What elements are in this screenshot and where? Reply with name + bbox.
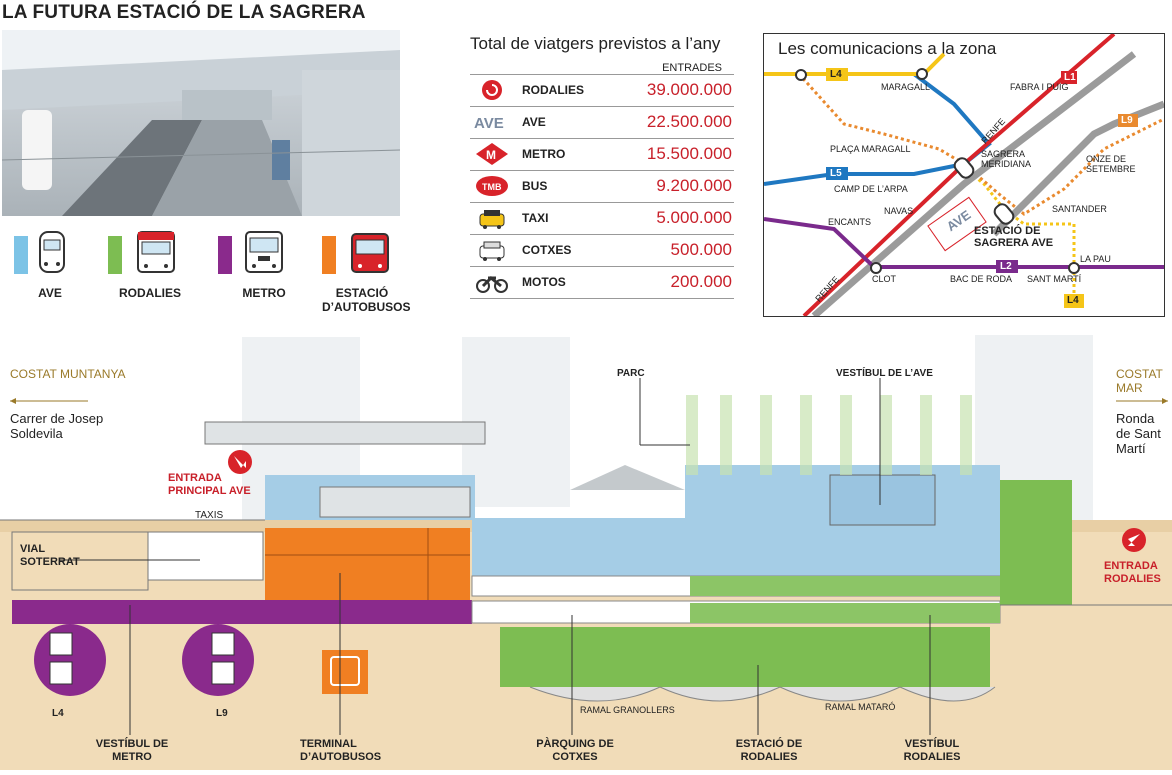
parc-label: PARC (617, 368, 645, 379)
stat-name: AVE (522, 115, 546, 129)
svg-text:AVE: AVE (474, 115, 504, 132)
map-place-label: ONZE DE SETEMBRE (1086, 154, 1136, 174)
stat-row: RODALIES 39.000.000 (470, 74, 734, 107)
legend-metro-label: METRO (242, 286, 286, 300)
map-line-badge-l2: L2 (1000, 261, 1012, 272)
parquing-cotxes-label: PÀRQUING DE COTXES (536, 738, 614, 763)
bus-icon (350, 228, 390, 281)
stats-column-header: ENTRADES (662, 62, 722, 74)
vestibul-rodalies-label: VESTÍBUL RODALIES (903, 738, 961, 763)
terminal-autobusos-label: TERMINAL D’AUTOBUSOS (300, 738, 382, 763)
costat-mar-label: COSTAT MAR (1116, 367, 1163, 395)
stat-name: RODALIES (522, 83, 585, 97)
stat-value: 500.000 (670, 240, 732, 259)
legend-bus-label: ESTACIÓ D’AUTOBUSOS (322, 286, 411, 314)
costat-muntanya-label: COSTAT MUNTANYA (10, 367, 126, 381)
stat-value: 9.200.000 (656, 176, 732, 195)
stat-value: 5.000.000 (656, 208, 732, 227)
l9-line-label: L9 (216, 708, 228, 719)
stat-name: BUS (522, 179, 548, 193)
map-place-label: SANTANDER (1052, 204, 1107, 214)
stat-value: 22.500.000 (646, 112, 732, 131)
rodalies-color-swatch (108, 236, 122, 274)
map-line-badge-l4: L4 (1067, 295, 1079, 306)
map-line-badge-l1: L1 (1064, 72, 1076, 83)
stat-name: MOTOS (522, 275, 566, 289)
vestibul-ave-label: VESTÍBUL DE L’AVE (836, 368, 933, 379)
ramal-granollers-label: RAMAL GRANOLLERS (580, 705, 675, 715)
stat-name: METRO (522, 147, 566, 161)
map-place-label: ENCANTS (828, 217, 872, 227)
rodalies-train-icon (136, 228, 176, 281)
carrer-soldevila-label: Carrer de Josep Soldevila (10, 411, 104, 441)
map-place-label: CLOT (872, 274, 897, 284)
ave-logo-icon: AVE (474, 110, 510, 134)
map-place-label: FABRA I PUIG (1010, 82, 1069, 92)
map-place-label: SAGRERA MERIDIANA (981, 149, 1032, 169)
tmb-bus-icon: TMB (474, 174, 510, 198)
car-icon (474, 238, 510, 262)
vestibul-metro-label: VESTÍBUL DE METRO (95, 738, 169, 763)
map-place-label: PLAÇA MARAGALL (830, 144, 911, 154)
stat-value: 200.000 (670, 272, 732, 291)
metro-train-icon (244, 228, 284, 281)
station-render-image (2, 30, 400, 216)
stat-row: COTXES 500.000 (470, 235, 734, 267)
stat-row: TAXI 5.000.000 (470, 203, 734, 235)
motorcycle-icon (474, 270, 510, 294)
stat-value: 15.500.000 (646, 144, 732, 163)
stat-row: AVE AVE 22.500.000 (470, 107, 734, 139)
entrada-ave-label: ENTRADA PRINCIPAL AVE (168, 472, 251, 497)
ramal-mataro-label: RAMAL MATARÓ (825, 702, 896, 712)
map-place-label: BAC DE RODA (950, 274, 1013, 284)
stat-name: COTXES (522, 243, 572, 257)
estacio-rodalies-label: ESTACIÓ DE RODALIES (735, 738, 803, 763)
map-line-badge-l9: L9 (1121, 115, 1133, 126)
vial-soterrat-label: VIAL SOTERRAT (20, 543, 80, 568)
l4-line-label: L4 (52, 708, 64, 719)
map-place-label: LA PAU (1080, 254, 1111, 264)
map-title: Les comunicacions a la zona (778, 39, 997, 58)
map-place-label: CAMP DE L’ARPA (834, 184, 908, 194)
svg-text:TMB: TMB (482, 182, 502, 192)
stat-name: TAXI (522, 211, 549, 225)
stat-row: M METRO 15.500.000 (470, 139, 734, 171)
map-line-badge-l5: L5 (830, 168, 842, 179)
passenger-stats-table: Total de viatgers previstos a l’any ENTR… (470, 34, 734, 299)
stat-row: TMB BUS 9.200.000 (470, 171, 734, 203)
station-cross-section: COSTAT MUNTANYA Carrer de Josep Soldevil… (0, 315, 1172, 770)
metro-color-swatch (218, 236, 232, 274)
rodalies-icon (474, 78, 510, 102)
map-place-label: ESTACIÓ DE SAGRERA AVE (974, 225, 1054, 249)
page-title: LA FUTURA ESTACIÓ DE LA SAGRERA (2, 2, 366, 23)
map-line-badge-l4: L4 (830, 69, 842, 80)
taxis-label: TAXIS (195, 510, 224, 521)
stat-row: MOTOS 200.000 (470, 267, 734, 299)
legend-ave-label: AVE (38, 286, 62, 300)
ave-train-icon (36, 228, 68, 281)
ronda-sant-marti-label: Ronda de Sant Martí (1116, 411, 1161, 456)
svg-text:M: M (486, 148, 496, 162)
stats-title: Total de viatgers previstos a l’any (470, 34, 721, 53)
bus-color-swatch (322, 236, 336, 274)
taxi-icon (474, 206, 510, 230)
map-place-label: SANT MARTÍ (1027, 274, 1082, 284)
legend-rodalies-label: RODALIES (118, 286, 181, 300)
metro-icon: M (474, 142, 510, 166)
map-place-label: MARAGALL (881, 82, 931, 92)
ave-color-swatch (14, 236, 28, 274)
entrada-rodalies-label: ENTRADA RODALIES (1104, 560, 1161, 585)
stat-value: 39.000.000 (646, 80, 732, 99)
map-place-label: NAVAS (884, 206, 914, 216)
